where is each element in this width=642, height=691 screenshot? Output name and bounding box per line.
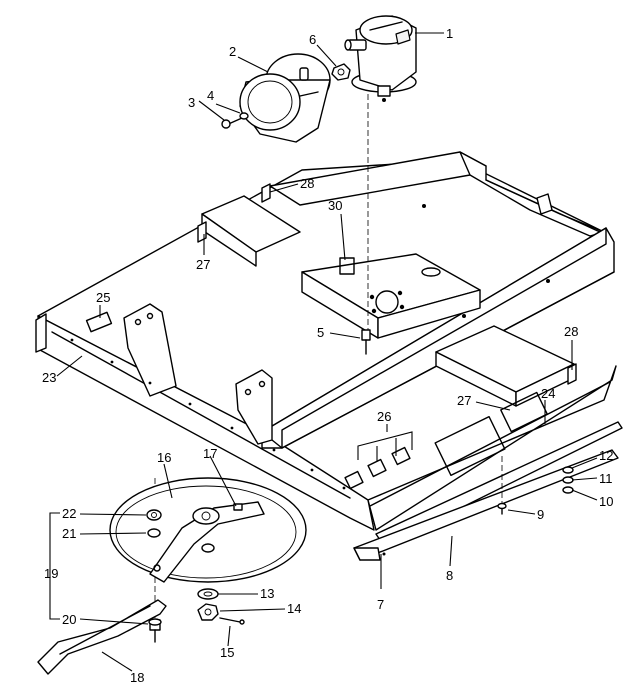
callout-25: 25 xyxy=(96,290,110,305)
callout-12: 12 xyxy=(599,448,613,463)
callout-28a: 28 xyxy=(300,176,314,191)
callout-16: 16 xyxy=(157,450,171,465)
callout-19: 19 xyxy=(44,566,58,581)
callout-27a: 27 xyxy=(196,257,210,272)
callout-4: 4 xyxy=(207,88,214,103)
callout-22: 22 xyxy=(62,506,76,521)
callout-labels: 1 2 3 4 5 6 7 8 9 10 11 12 13 14 15 16 1… xyxy=(42,26,613,685)
callout-leaders xyxy=(49,32,598,672)
callout-21: 21 xyxy=(62,526,76,541)
callout-11: 11 xyxy=(599,471,613,486)
skid-hardware xyxy=(497,466,574,515)
callout-2: 2 xyxy=(229,44,236,59)
callout-10: 10 xyxy=(599,494,613,509)
skid-shoes xyxy=(353,421,623,561)
skirt-rivets xyxy=(70,338,346,490)
callout-30: 30 xyxy=(328,198,342,213)
callout-27b: 27 xyxy=(457,393,471,408)
callout-3: 3 xyxy=(188,95,195,110)
callout-1: 1 xyxy=(446,26,453,41)
gearbox xyxy=(344,15,417,102)
callout-26: 26 xyxy=(377,409,391,424)
callout-18: 18 xyxy=(130,670,144,685)
callout-15: 15 xyxy=(220,645,234,660)
callout-8: 8 xyxy=(446,568,453,583)
callout-6: 6 xyxy=(309,32,316,47)
nut xyxy=(331,63,351,81)
mower-deck xyxy=(35,151,617,531)
callout-23: 23 xyxy=(42,370,56,385)
callout-9: 9 xyxy=(537,507,544,522)
callout-5: 5 xyxy=(317,325,324,340)
hardware-13-15 xyxy=(197,588,245,625)
callout-20: 20 xyxy=(62,612,76,627)
callout-28b: 28 xyxy=(564,324,578,339)
callout-13: 13 xyxy=(260,586,274,601)
bolt-and-washer xyxy=(221,112,249,129)
cutting-blade xyxy=(37,599,167,675)
blade-pan xyxy=(109,477,307,583)
callout-17: 17 xyxy=(203,446,217,461)
gearbox-shield xyxy=(239,53,331,143)
callout-24: 24 xyxy=(541,386,555,401)
callout-14: 14 xyxy=(287,601,301,616)
bolt-5 xyxy=(361,329,371,355)
callout-7: 7 xyxy=(377,597,384,612)
